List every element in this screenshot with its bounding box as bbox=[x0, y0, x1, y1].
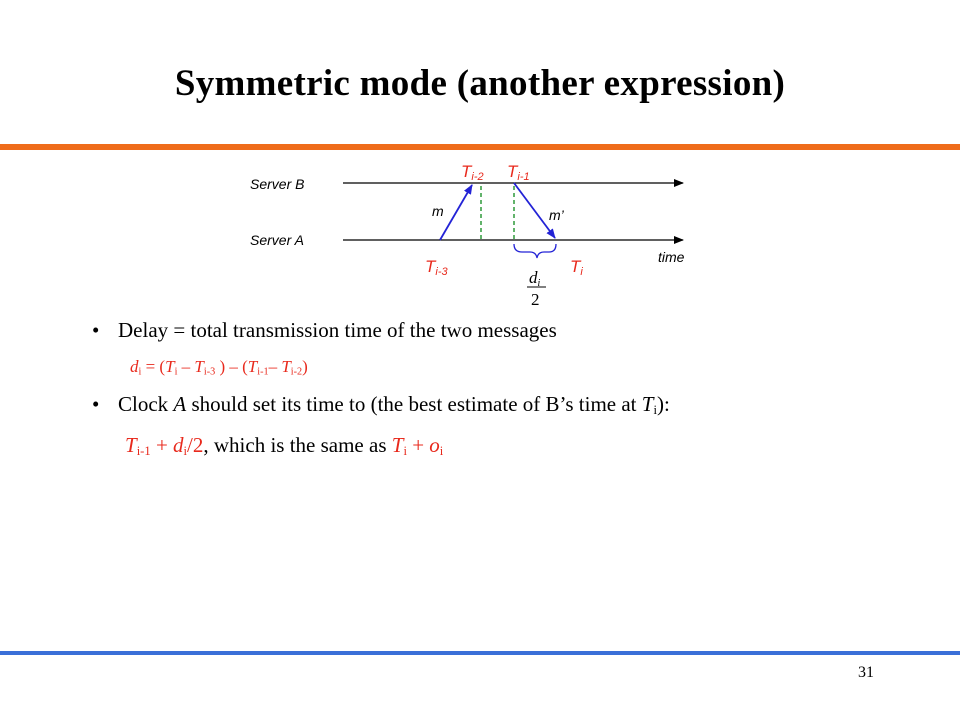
fraction-denominator: 2 bbox=[531, 290, 540, 309]
bullet-delay-text: Delay = total transmission time of the t… bbox=[118, 318, 557, 342]
bullet-clock-text: Clock A should set its time to (the best… bbox=[118, 392, 670, 418]
fraction-numerator: di bbox=[529, 268, 541, 289]
t-i-label: Ti bbox=[570, 257, 583, 278]
message-m-prime-label: m’ bbox=[549, 207, 565, 223]
t-i1-label: Ti-1 bbox=[507, 162, 530, 183]
slide-title: Symmetric mode (another expression) bbox=[174, 63, 786, 104]
server-a-label: Server A bbox=[250, 232, 304, 248]
t-i2-label: Ti-2 bbox=[461, 162, 484, 183]
message-m-prime-arrow bbox=[513, 182, 556, 239]
footer-divider bbox=[0, 651, 960, 655]
estimate-formula: Ti-1 + di/2, which is the same as Ti + o… bbox=[125, 433, 444, 459]
interval-brace bbox=[513, 243, 557, 259]
page-number: 31 bbox=[858, 664, 874, 681]
message-m-label: m bbox=[432, 203, 444, 219]
title-divider bbox=[0, 144, 960, 150]
bullet-dot-2: • bbox=[92, 392, 100, 416]
delay-formula: di = (Ti – Ti-3 ) – (Ti-1– Ti-2) bbox=[130, 357, 308, 378]
time-label: time bbox=[658, 249, 685, 265]
t-i3-label: Ti-3 bbox=[425, 257, 448, 278]
bullet-dot-1: • bbox=[92, 318, 100, 342]
server-b-label: Server B bbox=[250, 176, 304, 192]
message-m-arrow bbox=[439, 184, 473, 241]
